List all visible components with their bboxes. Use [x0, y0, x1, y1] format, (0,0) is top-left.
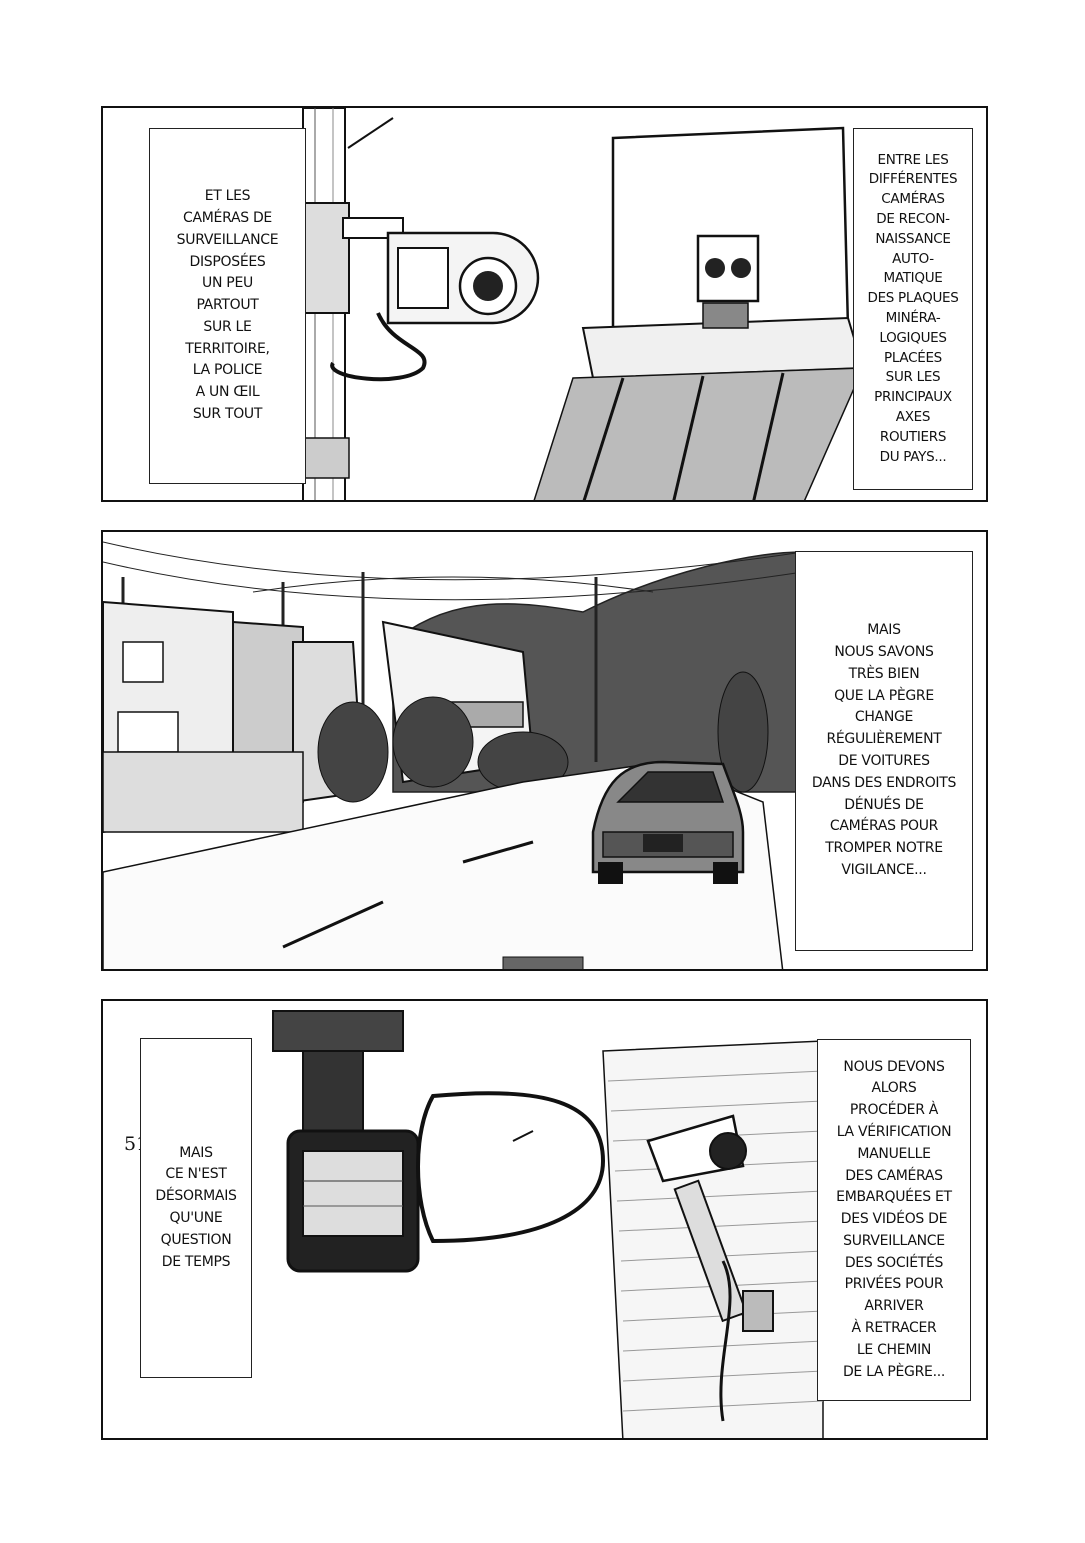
- caption-text: ET LES CAMÉRAS DE SURVEILLANCE DISPOSÉES…: [176, 188, 279, 423]
- pole-camera-illustration: [330, 217, 540, 382]
- trees-illustration: [317, 671, 769, 803]
- dashcam-illustration: [272, 1010, 420, 1273]
- caption-text: MAIS NOUS SAVONS TRÈS BIEN QUE LA PÈGRE …: [811, 622, 957, 878]
- caption-text: NOUS DEVONS ALORS PROCÉDER À LA VÉRIFICA…: [836, 1058, 952, 1380]
- caption-text: MAIS CE N'EST DÉSORMAIS QU'UNE QUESTION …: [155, 1144, 237, 1270]
- panel-residential-street: MAIS NOUS SAVONS TRÈS BIEN QUE LA PÈGRE …: [101, 530, 988, 971]
- caption-text: ENTRE LES DIFFÉRENTES CAMÉRAS DE RECON- …: [867, 151, 959, 465]
- caption-box-manual-verification: NOUS DEVONS ALORS PROCÉDER À LA VÉRIFICA…: [817, 1039, 971, 1401]
- panel-1-artwork: [282, 108, 865, 500]
- caption-box-license-plate-cameras: ENTRE LES DIFFÉRENTES CAMÉRAS DE RECON- …: [853, 128, 973, 490]
- caption-box-police-eye: ET LES CAMÉRAS DE SURVEILLANCE DISPOSÉES…: [149, 128, 306, 484]
- panel-3-artwork: [272, 1010, 824, 1438]
- caption-box-criminals-change-cars: MAIS NOUS SAVONS TRÈS BIEN QUE LA PÈGRE …: [795, 551, 973, 951]
- wall-camera-illustration: [646, 1114, 774, 1422]
- car-illustration: [591, 760, 745, 884]
- caption-box-question-of-time: MAIS CE N'EST DÉSORMAIS QU'UNE QUESTION …: [140, 1038, 252, 1378]
- panel-dashcam-and-wall-camera: MAIS CE N'EST DÉSORMAIS QU'UNE QUESTION …: [101, 999, 988, 1440]
- license-plate-camera-illustration: [533, 126, 865, 500]
- panel-2-artwork: [103, 541, 804, 969]
- utility-pole-illustration: [282, 108, 394, 500]
- side-mirror-illustration: [416, 1091, 606, 1244]
- panel-surveillance-cameras: ET LES CAMÉRAS DE SURVEILLANCE DISPOSÉES…: [101, 106, 988, 502]
